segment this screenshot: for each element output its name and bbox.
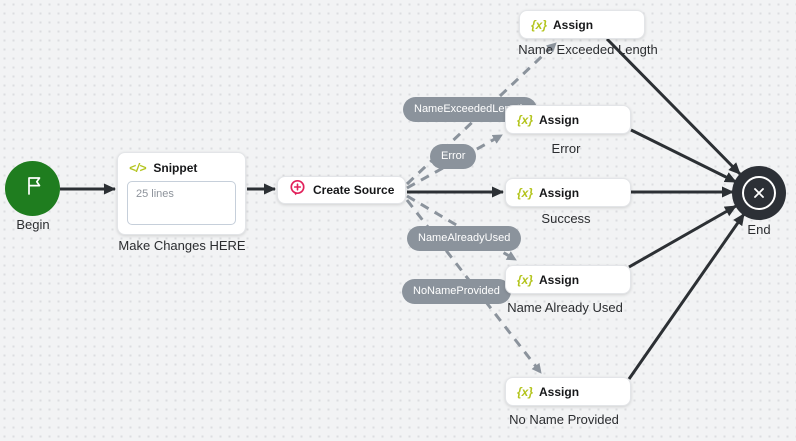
assign-title: Assign xyxy=(539,384,580,399)
end-node[interactable] xyxy=(732,166,786,220)
assign-caption-no-name-provided: No Name Provided xyxy=(509,412,619,427)
assign-widget-success[interactable]: {x} Assign xyxy=(505,178,631,207)
assign-icon: {x} xyxy=(517,185,534,200)
transition-label-error: Error xyxy=(430,144,477,169)
assign-icon: {x} xyxy=(517,272,534,287)
edge-error-end xyxy=(630,128,737,184)
pin-plus-icon xyxy=(288,178,306,203)
assign-widget-error[interactable]: {x} Assign xyxy=(505,105,631,134)
assign-caption-success: Success xyxy=(541,211,591,226)
assign-icon: {x} xyxy=(517,112,534,127)
assign-widget-name-exceeded-length[interactable]: {x} Assign xyxy=(519,10,645,39)
edge-nameused-end xyxy=(628,204,737,269)
begin-node[interactable] xyxy=(5,161,60,216)
edge-createsource-nameused xyxy=(406,194,517,262)
assign-icon: {x} xyxy=(531,17,548,32)
create-source-title: Create Source xyxy=(313,183,395,197)
snippet-code-preview: 25 lines xyxy=(127,181,236,225)
edge-nameexceeded-end xyxy=(605,37,742,176)
assign-title: Assign xyxy=(539,112,580,127)
edge-nonameprovided-end xyxy=(627,213,746,380)
create-source-widget[interactable]: Create Source xyxy=(277,176,406,204)
transition-label-no-name-provided: NoNameProvided xyxy=(402,279,511,304)
assign-caption-error: Error xyxy=(551,141,581,156)
flag-icon xyxy=(20,173,46,204)
assign-title: Assign xyxy=(553,17,594,32)
snippet-caption: Make Changes HERE xyxy=(118,238,246,253)
snippet-title: Snippet xyxy=(153,161,198,175)
x-circle-icon xyxy=(742,176,776,210)
snippet-header: </> Snippet xyxy=(127,161,236,175)
code-icon: </> xyxy=(129,161,147,175)
assign-title: Assign xyxy=(539,272,580,287)
assign-title: Assign xyxy=(539,185,580,200)
assign-icon: {x} xyxy=(517,384,534,399)
assign-widget-name-already-used[interactable]: {x} Assign xyxy=(505,265,631,294)
assign-widget-no-name-provided[interactable]: {x} Assign xyxy=(505,377,631,406)
begin-label: Begin xyxy=(16,217,50,232)
end-label: End xyxy=(747,222,771,237)
snippet-widget[interactable]: </> Snippet 25 lines xyxy=(117,152,246,235)
assign-caption-name-already-used: Name Already Used xyxy=(507,300,623,315)
transition-label-name-already-used: NameAlreadyUsed xyxy=(407,226,522,251)
assign-caption-name-exceeded-length: Name Exceeded Length xyxy=(518,42,658,57)
